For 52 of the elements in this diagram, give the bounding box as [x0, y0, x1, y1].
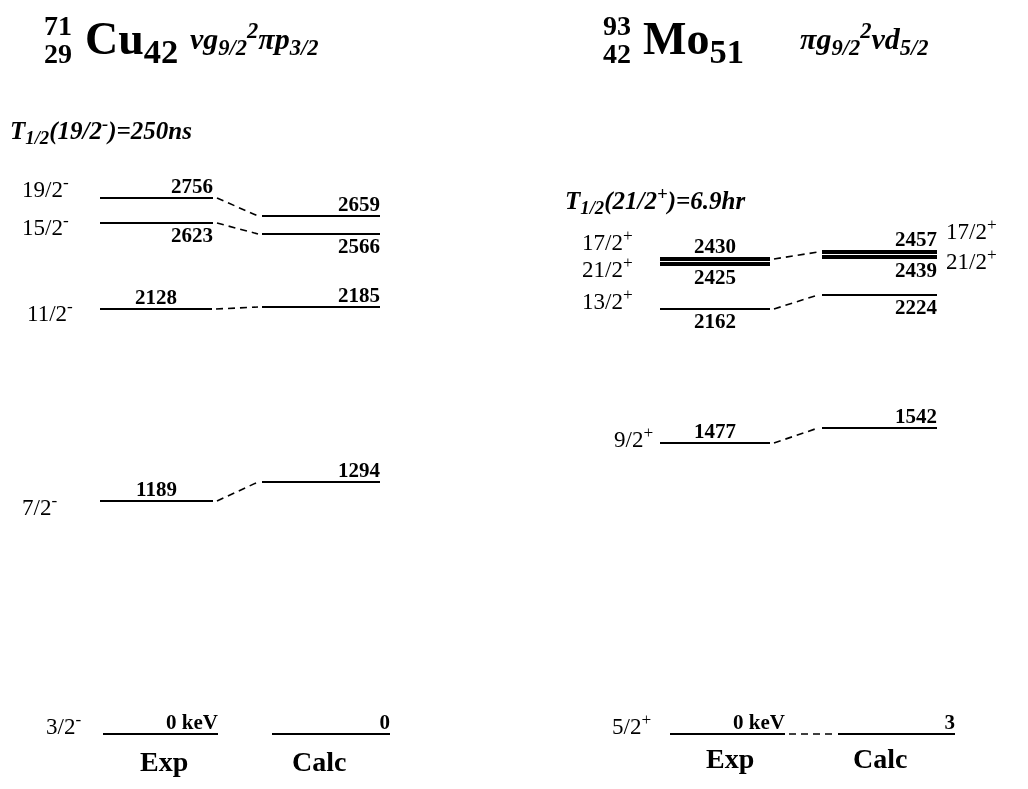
connector-line [788, 733, 835, 735]
energy-value: 2425 [694, 266, 736, 288]
connector-line [215, 306, 259, 310]
energy-value: 3 [944, 711, 955, 733]
column-label: Exp [706, 745, 755, 773]
energy-value: 2430 [694, 235, 736, 257]
spin-label: 9/2$^{+}$ [614, 428, 654, 452]
spin-label: 3/2$^{-}$ [46, 715, 82, 739]
spin-label: 21/2$^{+}$ [582, 258, 633, 282]
configuration-label: πg$_{9/2}$$^{2}$νd$_{5/2}$ [800, 24, 929, 54]
column-label: Calc [292, 748, 347, 776]
energy-value: 1294 [338, 459, 380, 481]
nucleus-symbol: Cu$_{42}$ [85, 16, 179, 62]
energy-value: 0 [379, 711, 390, 733]
energy-value: 2162 [694, 310, 736, 332]
half-life-label: T$_{1/2}$(19/2$^{-}$)=250ns [10, 118, 192, 143]
energy-value: 2224 [895, 296, 937, 318]
spin-label: 15/2$^{-}$ [22, 216, 69, 240]
energy-value: 2623 [171, 224, 213, 246]
energy-value: 2185 [338, 284, 380, 306]
connector-line [216, 222, 259, 235]
proton-number: 42 [603, 40, 631, 68]
proton-number: 29 [44, 40, 72, 68]
mass-number: 71 [44, 12, 72, 40]
energy-value: 1189 [136, 478, 177, 500]
spin-label: 17/2$^{+}$ [946, 220, 997, 244]
energy-value: 2439 [895, 259, 937, 281]
nucleus-symbol: Mo$_{51}$ [643, 16, 744, 62]
spin-label: 5/2$^{+}$ [612, 715, 652, 739]
column-label: Exp [140, 748, 189, 776]
energy-value: 2566 [338, 235, 380, 257]
column-label: Calc [853, 745, 908, 773]
spin-label: 21/2$^{+}$ [946, 250, 997, 274]
energy-value: 0 keV [166, 711, 218, 733]
spin-label: 13/2$^{+}$ [582, 290, 633, 314]
spin-label: 11/2$^{-}$ [27, 302, 73, 326]
spin-label: 7/2$^{-}$ [22, 496, 58, 520]
energy-value: 2659 [338, 193, 380, 215]
energy-value: 0 keV [733, 711, 785, 733]
spin-label: 17/2$^{+}$ [582, 231, 633, 255]
configuration-label: νg$_{9/2}$$^{2}$πp$_{3/2}$ [190, 24, 319, 54]
mass-number: 93 [603, 12, 631, 40]
energy-value: 2128 [135, 286, 177, 308]
energy-value: 1542 [895, 405, 937, 427]
half-life-label: T$_{1/2}$(21/2$^{+}$)=6.9hr [565, 188, 746, 213]
connector-line [216, 197, 259, 217]
spin-label: 19/2$^{-}$ [22, 178, 69, 202]
energy-value: 2756 [171, 175, 213, 197]
energy-value: 1477 [694, 420, 736, 442]
connector-line [773, 251, 819, 260]
connector-line [216, 481, 259, 502]
energy-value: 2457 [895, 228, 937, 250]
